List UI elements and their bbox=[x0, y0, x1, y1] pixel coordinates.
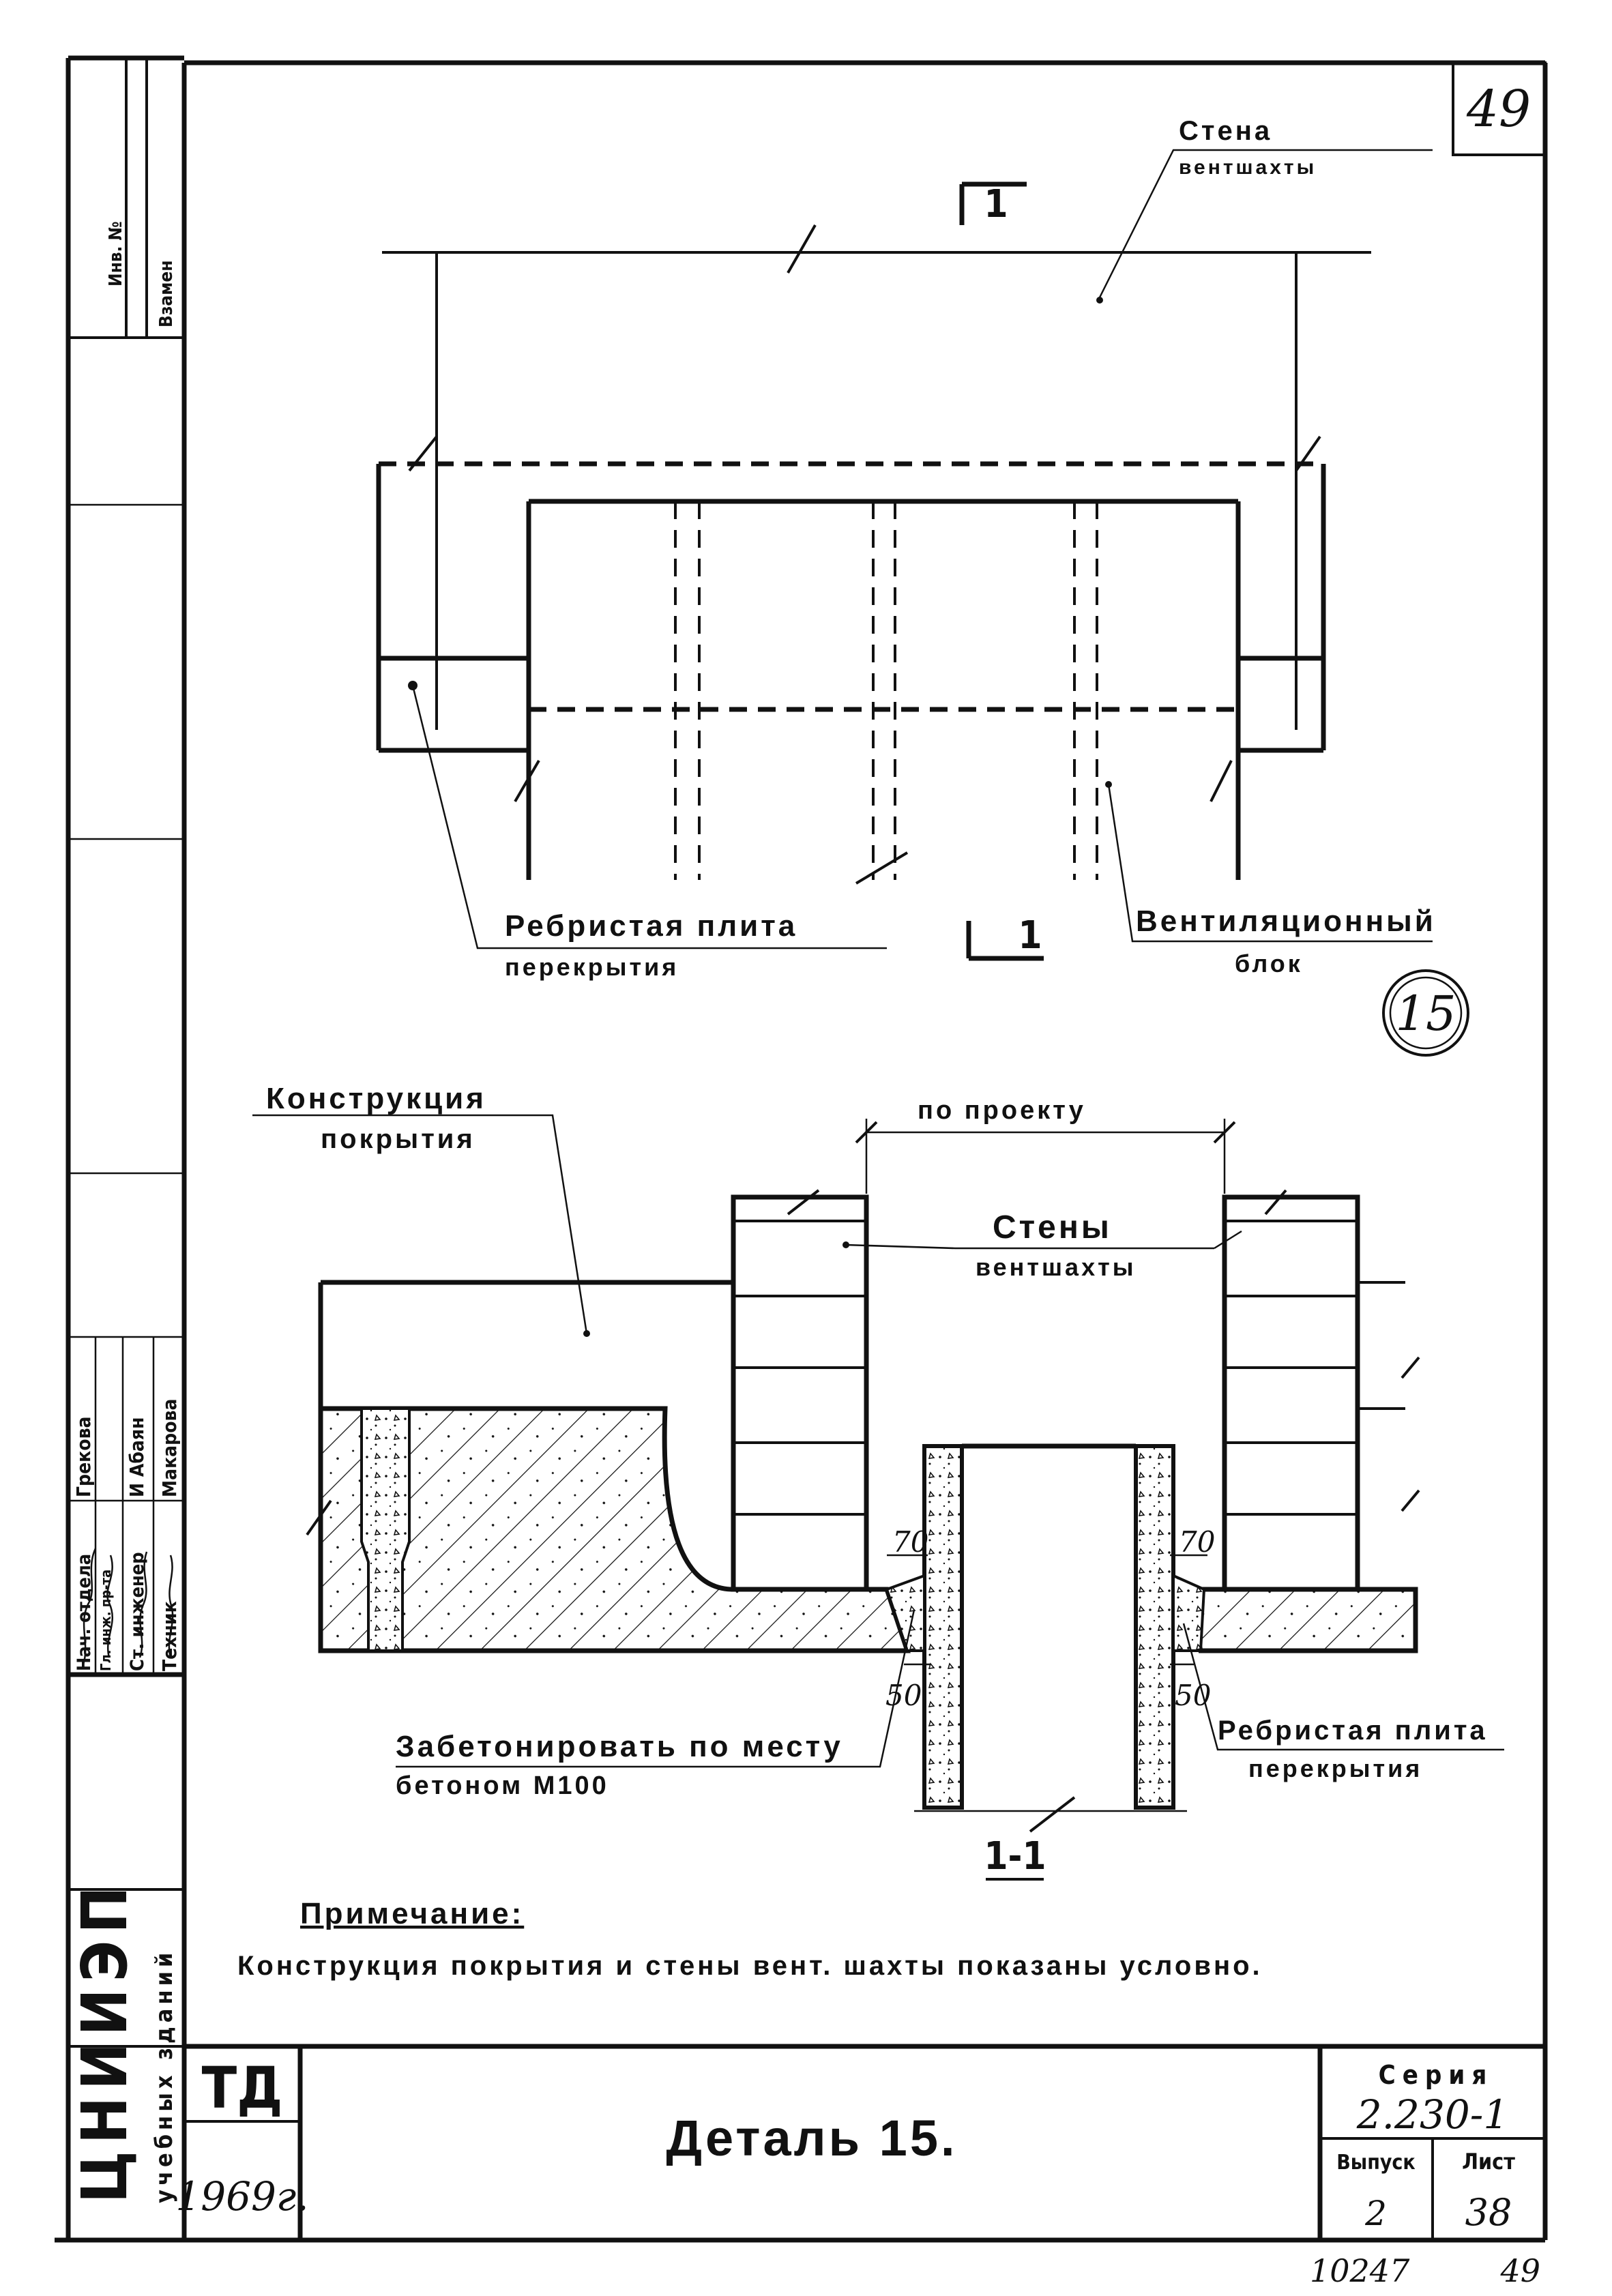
section-label-roof-2: покрытия bbox=[321, 1124, 475, 1154]
plan-label-slab-1: Ребристая плита bbox=[505, 909, 797, 943]
plan-view bbox=[376, 149, 1433, 961]
plan-section-mark-top: 1 bbox=[984, 182, 1008, 226]
issue-label: Выпуск bbox=[1336, 2151, 1416, 2175]
section-dim-right-top: 70 bbox=[1179, 1525, 1215, 1559]
sheet-number-top: 49 bbox=[1466, 80, 1531, 138]
drawing-title: Деталь 15. bbox=[666, 2110, 957, 2166]
sheet-label: Лист bbox=[1462, 2149, 1515, 2175]
section-label-slab-2: перекрытия bbox=[1248, 1754, 1422, 1782]
stamp-inv-label: Инв. № bbox=[106, 221, 126, 286]
title-year: 1969г. bbox=[175, 2173, 308, 2220]
section-label-walls-1: Стены bbox=[993, 1209, 1112, 1246]
section-label-roof-1: Конструкция bbox=[266, 1082, 486, 1115]
series-value: 2.230-1 bbox=[1356, 2091, 1509, 2138]
plan-label-block-1: Вентиляционный bbox=[1136, 904, 1436, 938]
plan-label-wall-1: Стена bbox=[1179, 116, 1272, 146]
sheet-frame bbox=[55, 55, 1548, 2243]
plan-label-wall-2: вентшахты bbox=[1179, 156, 1317, 179]
stamp-signatures bbox=[82, 1548, 174, 1665]
title-code: ТД bbox=[202, 2055, 283, 2121]
issue-value: 2 bbox=[1364, 2194, 1387, 2233]
section-view bbox=[252, 1114, 1504, 1881]
detail-number-marker bbox=[1382, 969, 1469, 1057]
section-label-slab-1: Ребристая плита bbox=[1218, 1716, 1488, 1746]
section-title: 1-1 bbox=[984, 1834, 1046, 1879]
plan-section-mark-bottom: 1 bbox=[1018, 913, 1042, 958]
side-stamp bbox=[68, 58, 184, 2048]
title-block bbox=[184, 2044, 1545, 2240]
note-text: Конструкция покрытия и стены вент. шахты… bbox=[237, 1951, 1263, 1981]
section-label-walls-2: вентшахты bbox=[976, 1253, 1136, 1281]
series-label: Серия bbox=[1379, 2060, 1494, 2090]
section-dim-left-bottom: 50 bbox=[885, 1679, 922, 1712]
stamp-name-makarova: Макарова bbox=[158, 1399, 181, 1497]
stamp-organization-sub: учебных зданий bbox=[151, 1949, 178, 2203]
section-dim-left-top: 70 bbox=[892, 1525, 928, 1559]
detail-number: 15 bbox=[1395, 986, 1456, 1042]
plan-label-slab-2: перекрытия bbox=[505, 953, 679, 981]
section-label-concrete-1: Забетонировать по месту bbox=[396, 1730, 843, 1763]
section-label-concrete-2: бетоном М100 bbox=[396, 1771, 609, 1800]
stamp-role-chief-eng: Гл. инж. пр-та bbox=[98, 1570, 114, 1671]
inventory-number: 10247 bbox=[1310, 2252, 1410, 2289]
sheet-value: 38 bbox=[1465, 2191, 1512, 2234]
stamp-organization: ЦНИИЭП bbox=[68, 1879, 141, 2203]
page-number-bottom: 49 bbox=[1499, 2252, 1540, 2289]
stamp-name-grekova: Грекова bbox=[72, 1416, 95, 1497]
section-dim-right-bottom: 50 bbox=[1175, 1679, 1211, 1712]
stamp-vzamen-label: Взамен bbox=[156, 261, 177, 327]
stamp-name-abayan: И Абаян bbox=[126, 1417, 148, 1497]
section-label-project: по проекту bbox=[918, 1096, 1086, 1125]
note-heading: Примечание: bbox=[300, 1897, 524, 1930]
plan-label-block-2: блок bbox=[1235, 950, 1303, 977]
